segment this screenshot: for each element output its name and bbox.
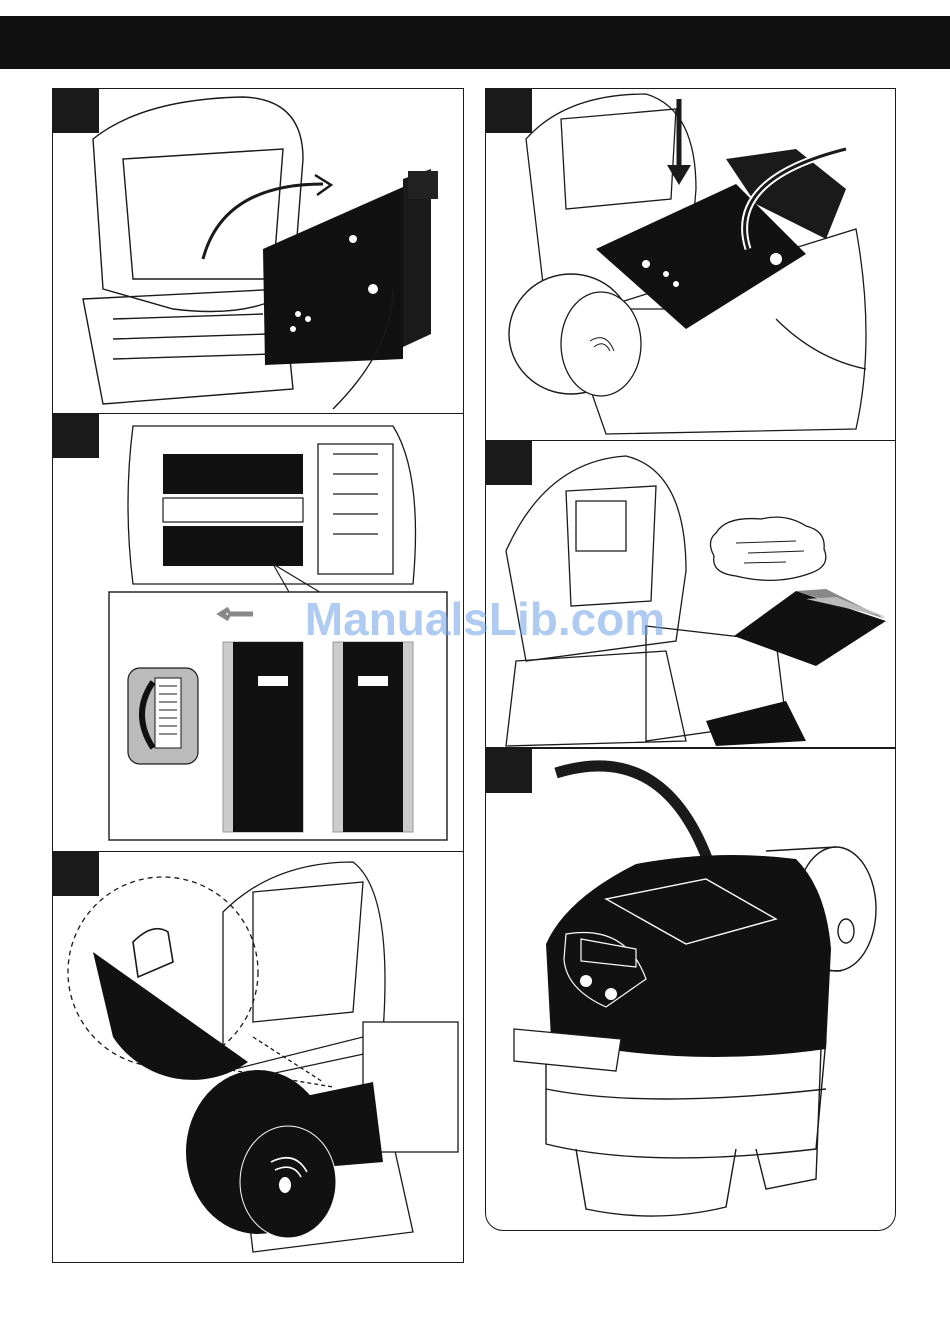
panel-step-1: [52, 88, 464, 415]
panel-step-5: [485, 440, 896, 748]
ribbon-guide-adjust-icon: [53, 414, 464, 853]
header-bar: [0, 16, 950, 69]
printhead-module-lift-icon: [53, 89, 464, 415]
paper-eject-icon: [486, 441, 896, 748]
panel-step-3: [52, 851, 464, 1263]
panel-step-4: [485, 88, 896, 442]
printhead-close-icon: [486, 89, 896, 442]
panel-step-6: [485, 748, 896, 1231]
panel-step-2: [52, 413, 464, 853]
paper-roll-feed-icon: [53, 852, 464, 1263]
cover-close-icon: [486, 749, 896, 1231]
